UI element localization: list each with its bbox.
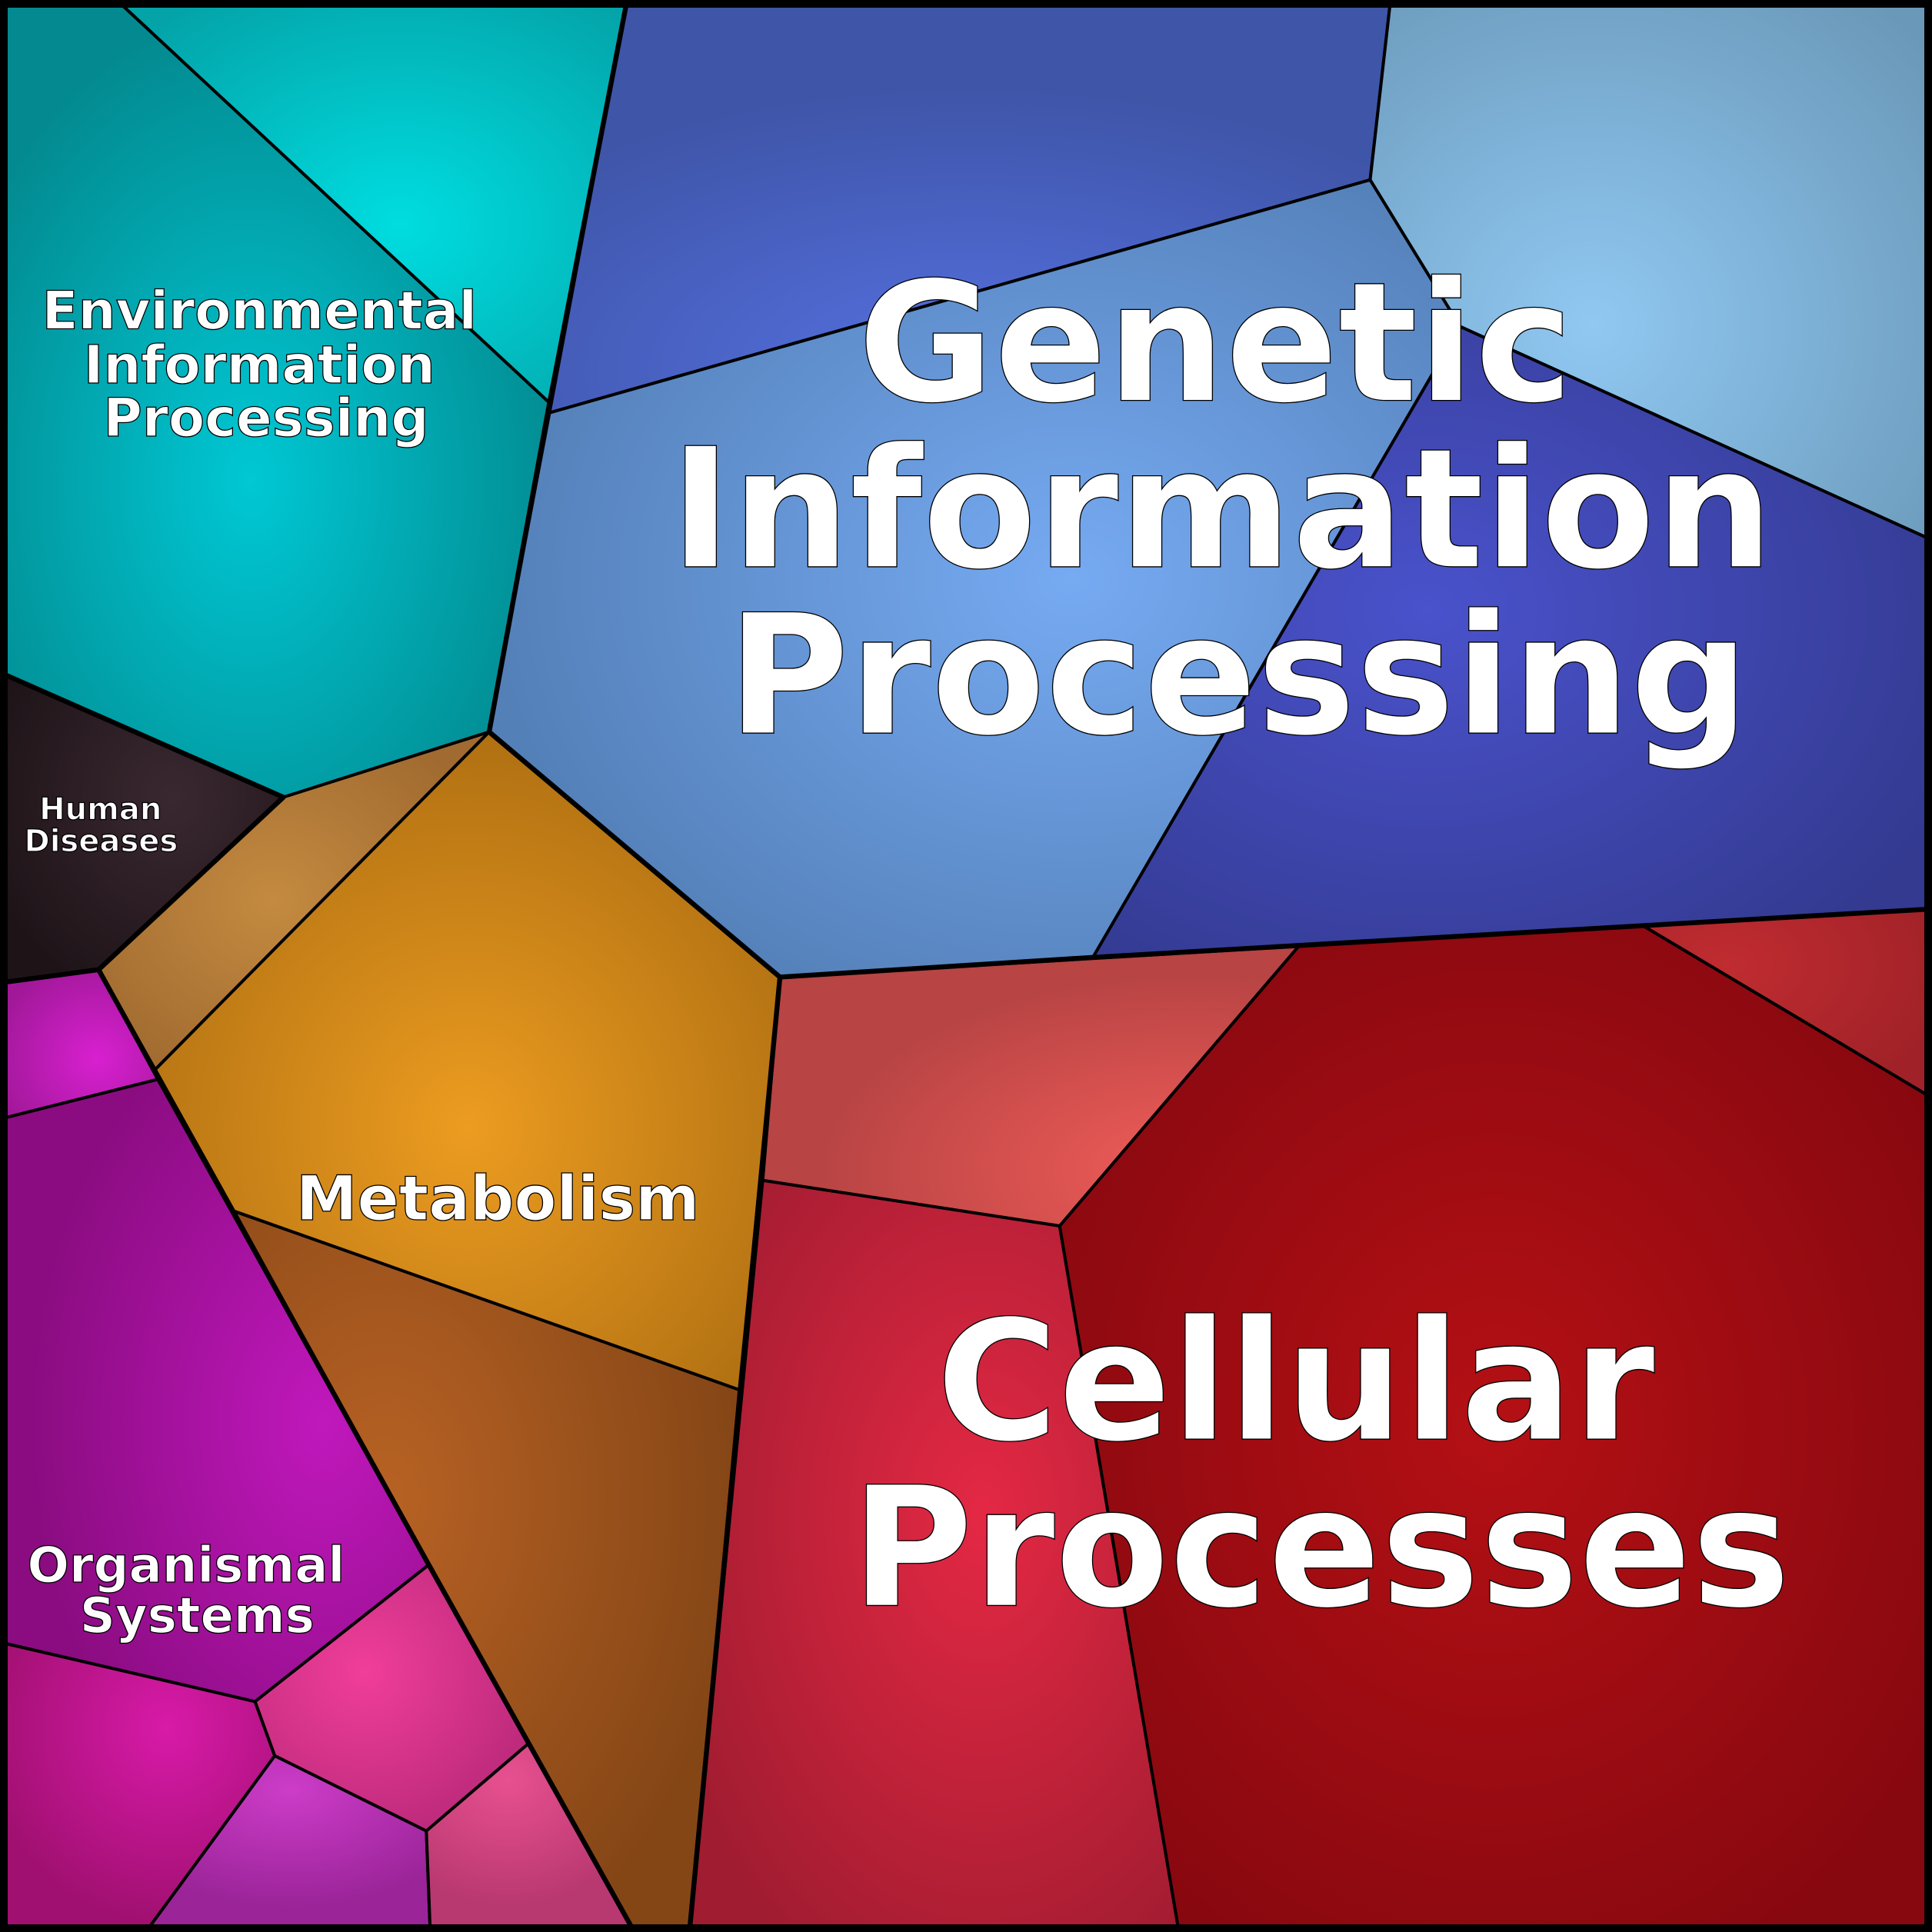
category-cellular: [688, 908, 1927, 1927]
category-metabolism: [97, 730, 782, 1927]
label-metabolism: Metabolism: [296, 1163, 700, 1234]
label-human-diseases: Human Diseases: [24, 791, 178, 859]
label-genetic: Genetic Information Processing: [670, 247, 1831, 774]
label-cellular: Cellular Processes: [851, 1285, 1790, 1645]
category-organismal: [5, 968, 633, 1927]
labels: Genetic Information Processing Cellular …: [24, 246, 1831, 1646]
label-organismal: Organismal Systems: [28, 1537, 362, 1645]
label-environmental: Environmental Information Processing: [42, 281, 495, 449]
category-genetic: [488, 5, 1927, 979]
